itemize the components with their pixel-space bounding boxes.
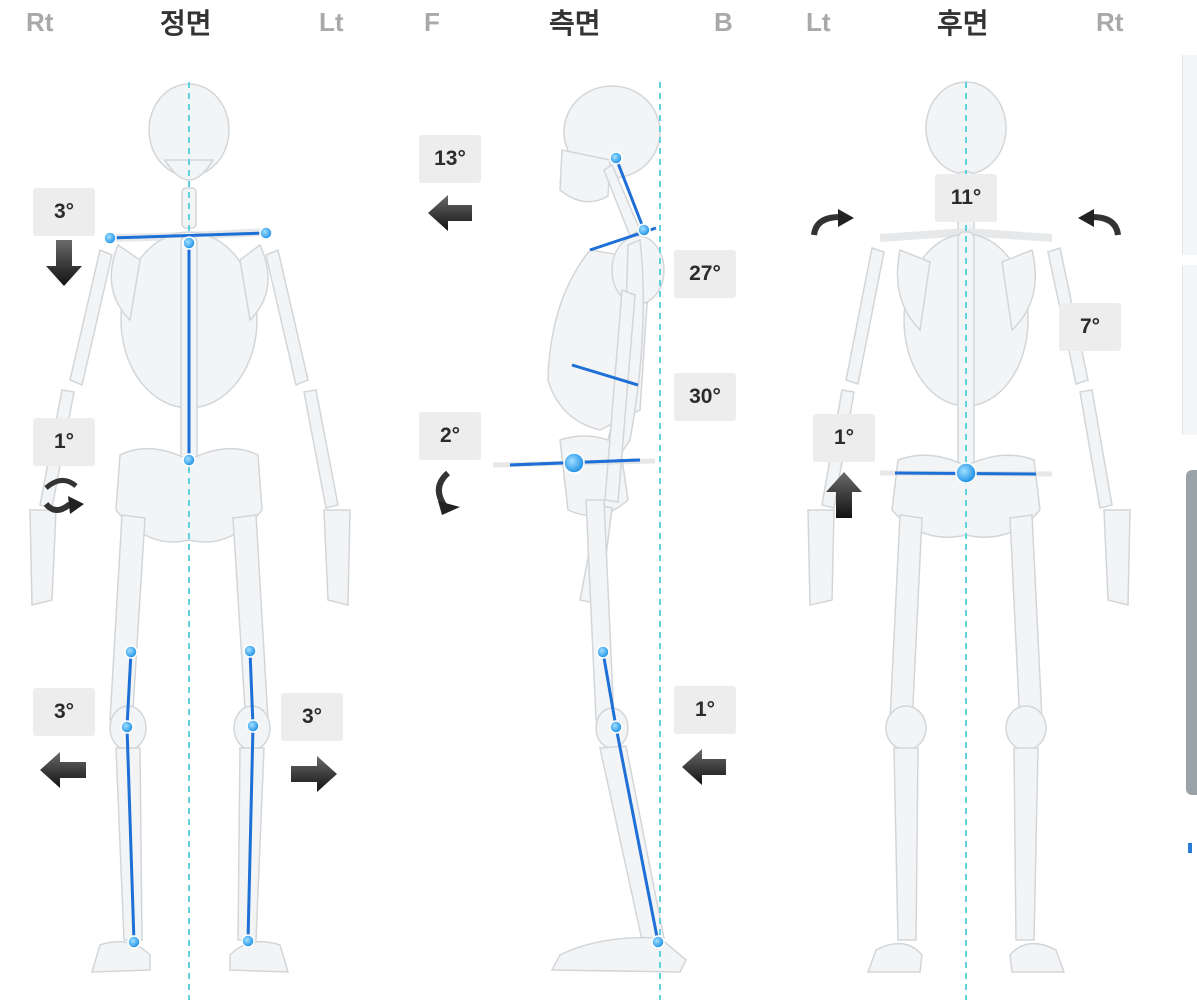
back-scapula-angle-badge: 7°	[1059, 303, 1121, 351]
front-left-knee-angle-badge: 3°	[281, 693, 343, 741]
front-skeleton-figure	[29, 82, 351, 1000]
front-right-knee-angle-badge: 3°	[33, 688, 95, 736]
side-skeleton-figure	[492, 82, 687, 1000]
rotate-icon	[435, 470, 460, 515]
side-pelvis-angle-badge: 2°	[419, 412, 481, 460]
back-neck-angle-badge: 11°	[935, 174, 997, 222]
arrow-up-icon	[826, 472, 862, 518]
front-view-panel: 3° 1° 3° 3°	[0, 44, 390, 1000]
back-view-title: 후면	[937, 7, 989, 40]
front-pelvis-angle-badge: 1°	[33, 418, 95, 466]
front-view-title: 정면	[160, 7, 212, 40]
back-pelvis-angle-badge: 1°	[813, 414, 875, 462]
front-left-side-label: Rt	[26, 6, 54, 37]
rotate-icon	[811, 209, 854, 236]
arrow-right-icon	[291, 756, 337, 792]
side-lower-back-angle-badge: 30°	[674, 373, 736, 421]
arrow-left-icon	[428, 195, 472, 231]
side-back-label: B	[714, 6, 733, 37]
back-view-panel: 11° 7° 1°	[790, 44, 1180, 1000]
back-left-side-label: Lt	[806, 6, 831, 37]
side-view-title: 측면	[549, 7, 601, 40]
side-knee-angle-badge: 1°	[674, 686, 736, 734]
back-right-side-label: Rt	[1096, 6, 1124, 37]
rotate-icon	[1078, 209, 1121, 236]
arrow-down-icon	[46, 240, 82, 286]
side-view-panel: 13° 27° 30° 2° 1°	[390, 44, 790, 1000]
rotate-icon	[43, 478, 84, 514]
side-front-label: F	[424, 6, 440, 37]
front-right-side-label: Lt	[319, 6, 344, 37]
side-head-angle-badge: 13°	[419, 135, 481, 183]
side-upper-back-angle-badge: 27°	[674, 250, 736, 298]
arrow-left-icon	[682, 749, 726, 785]
arrow-left-icon	[40, 752, 86, 788]
adjacent-panel-edge	[1180, 0, 1197, 1000]
front-shoulder-angle-badge: 3°	[33, 188, 95, 236]
photo-thumbnail[interactable]	[1186, 470, 1197, 795]
